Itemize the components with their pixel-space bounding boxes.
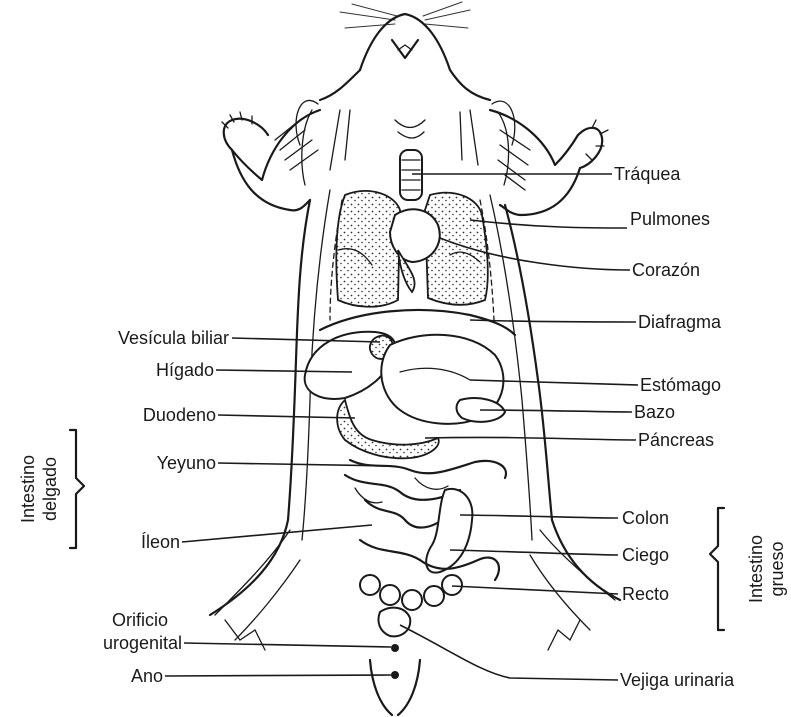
mouth: [392, 40, 418, 58]
trachea: [395, 120, 425, 200]
label-intestino-grueso-line2: grueso: [767, 541, 787, 596]
label-recto: Recto: [622, 584, 669, 604]
label-traquea: Tráquea: [614, 164, 681, 184]
rat-illustration: [210, 2, 620, 715]
cecum: [426, 489, 472, 573]
urogenital-opening: [391, 644, 399, 652]
intestino-grueso-bracket: [710, 508, 724, 630]
label-colon: Colon: [622, 508, 669, 528]
anus: [391, 671, 399, 679]
label-ano: Ano: [131, 666, 163, 686]
urinary-bladder: [378, 608, 410, 637]
label-bazo: Bazo: [634, 402, 675, 422]
head-outline: [360, 14, 490, 100]
label-pulmones: Pulmones: [630, 209, 710, 229]
group-labels: Intestino delgado Intestino grueso: [18, 455, 787, 603]
label-orificio-line2: urogenital: [103, 633, 182, 653]
label-corazon: Corazón: [632, 260, 700, 280]
small-intestine: [345, 460, 506, 528]
intestino-delgado-bracket: [70, 430, 84, 548]
label-ciego: Ciego: [622, 545, 669, 565]
label-estomago: Estómago: [640, 375, 721, 395]
diaphragm: [320, 310, 515, 335]
label-vejiga: Vejiga urinaria: [620, 670, 735, 690]
rectum: [360, 575, 462, 610]
label-diafragma: Diafragma: [638, 312, 722, 332]
heart: [390, 209, 440, 262]
label-vesicula: Vesícula biliar: [118, 328, 229, 348]
label-intestino-grueso-line1: Intestino: [746, 535, 766, 603]
tail-base: [370, 660, 420, 715]
label-ileon: Íleon: [141, 532, 180, 552]
label-yeyuno: Yeyuno: [157, 453, 216, 473]
label-intestino-delgado-line2: delgado: [40, 457, 60, 521]
label-higado: Hígado: [156, 360, 214, 380]
body-outline: [210, 200, 310, 615]
label-pancreas: Páncreas: [638, 430, 714, 450]
label-orificio-line1: Orificio: [112, 610, 168, 630]
label-duodeno: Duodeno: [143, 405, 216, 425]
label-intestino-delgado-line1: Intestino: [18, 455, 38, 523]
